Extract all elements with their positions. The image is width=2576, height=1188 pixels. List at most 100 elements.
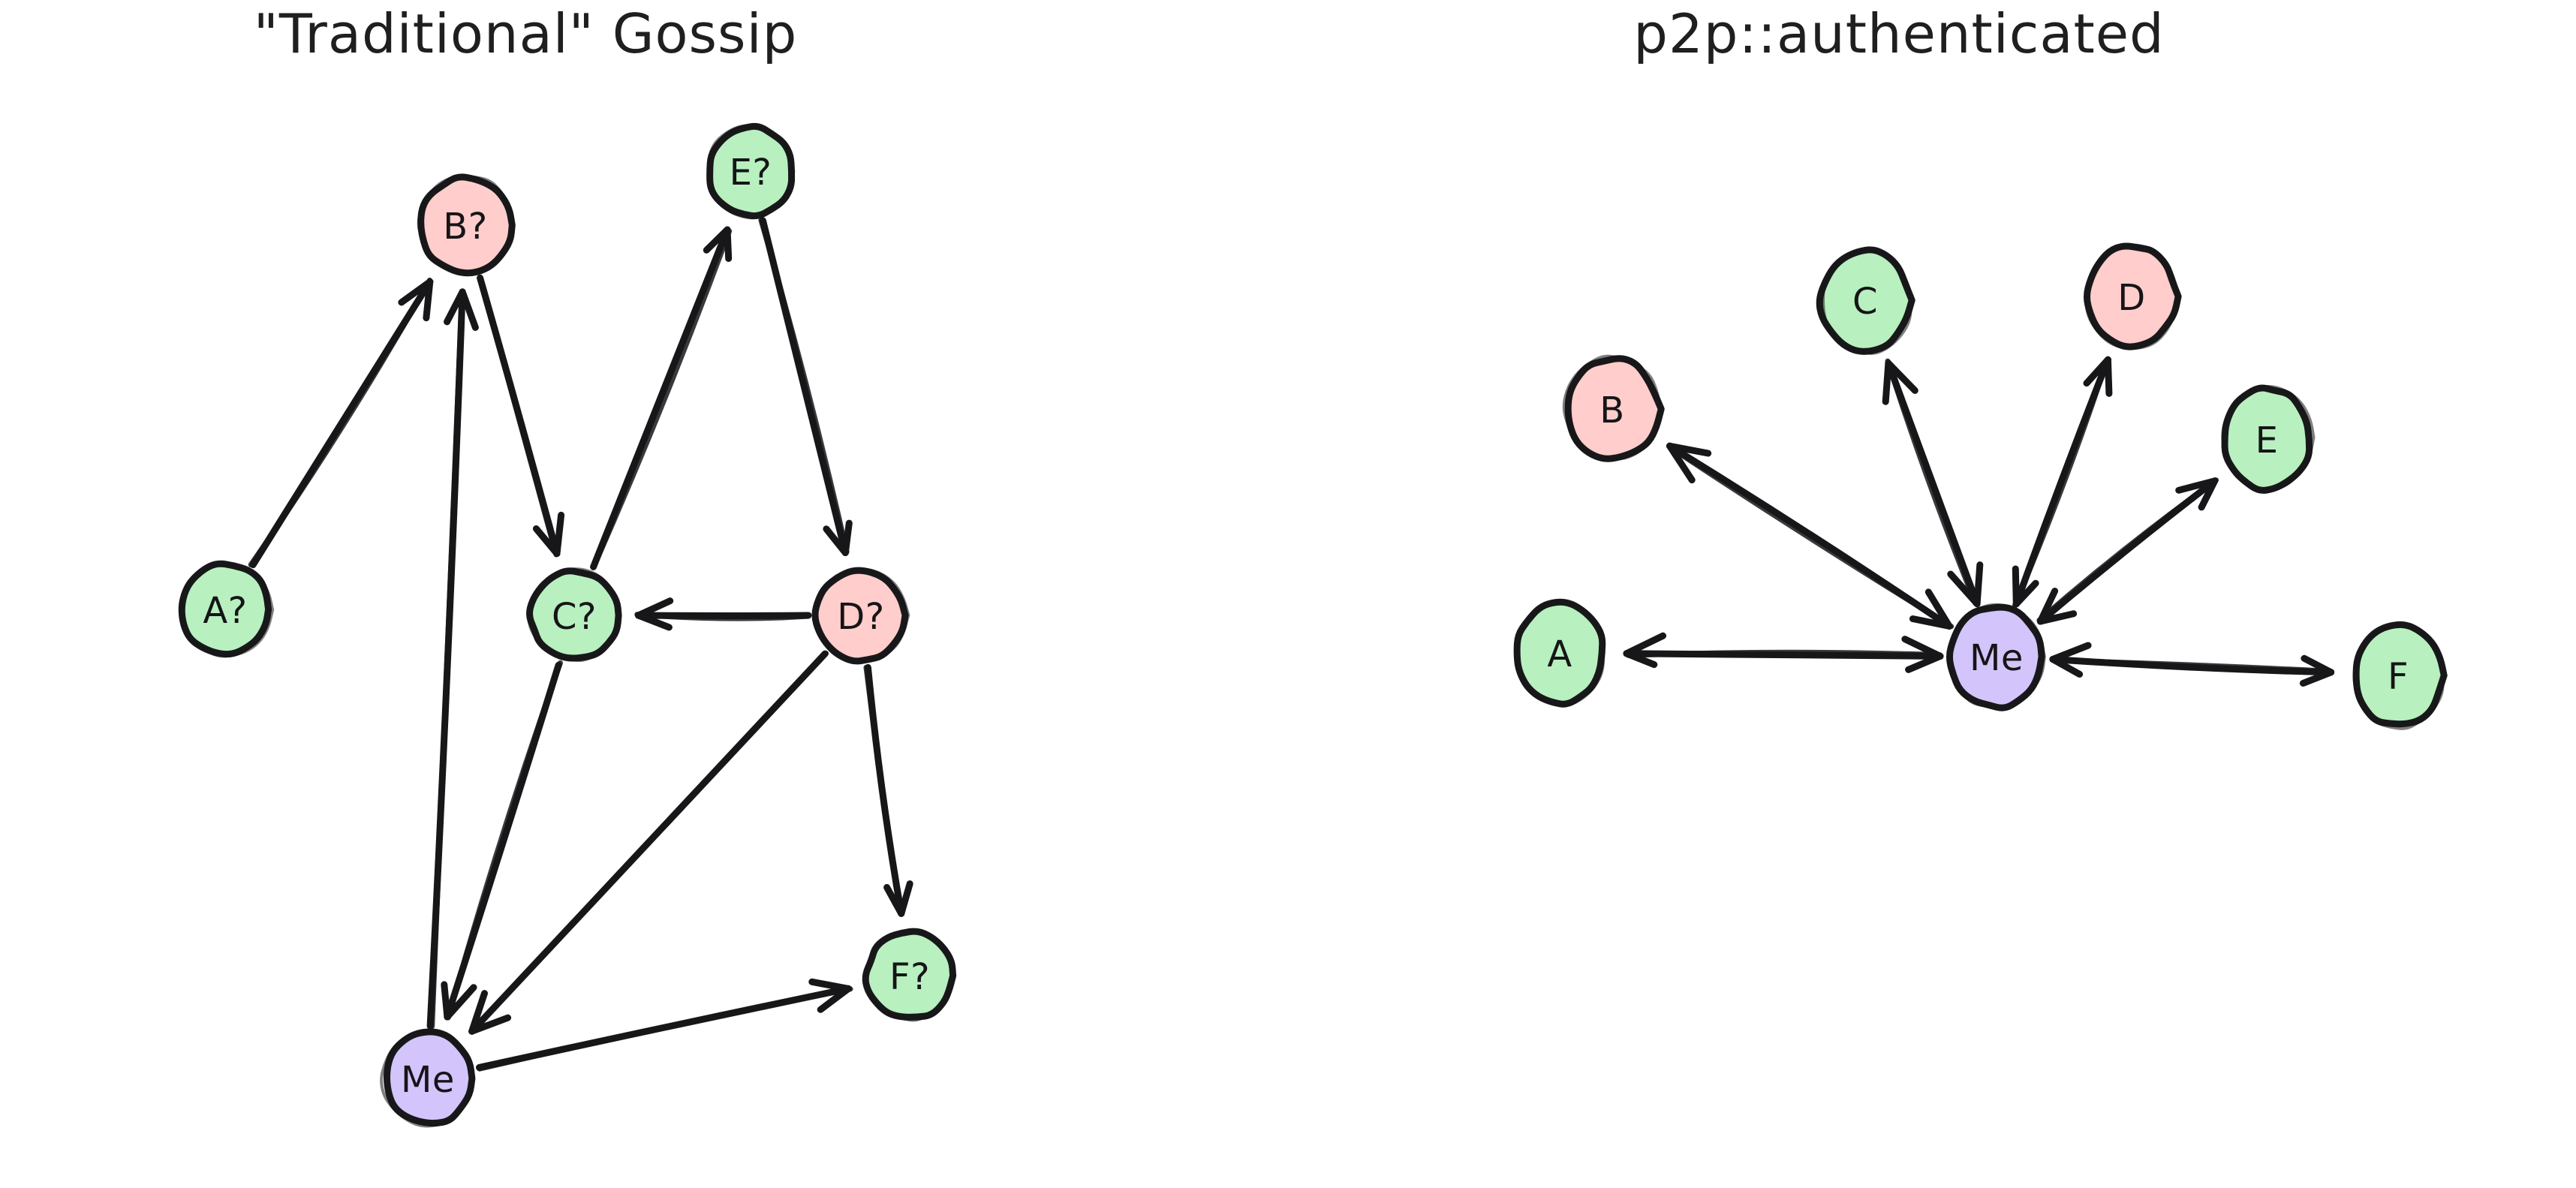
arrowhead-forward	[1623, 632, 1667, 657]
arrowhead-forward	[1885, 359, 1918, 394]
node-outline-overshoot	[814, 568, 910, 663]
arrowhead-forward	[468, 1014, 512, 1035]
node-traditional-gossip-a[interactable]: A?	[178, 560, 275, 658]
arrowhead-reverse	[1905, 652, 1944, 673]
edge-d-to-c	[634, 597, 812, 631]
node-outline-overshoot	[1946, 603, 2046, 708]
node-outline-overshoot	[527, 567, 621, 663]
edge-me-to-b	[1666, 442, 1955, 630]
edge-line-echo	[1668, 445, 1955, 630]
arrowhead-forward	[1666, 442, 1712, 457]
node-outline-overshoot	[706, 124, 796, 220]
arrowhead-forward	[724, 226, 733, 262]
arrowhead-forward	[1666, 442, 1696, 484]
edge-line-echo	[1885, 358, 1979, 606]
arrowhead-reverse	[2012, 565, 2020, 608]
edge-line-echo	[591, 228, 733, 569]
arrowhead-reverse	[2036, 588, 2059, 625]
edge-line-echo	[863, 664, 904, 915]
arrowhead-forward	[2104, 356, 2113, 397]
arrowhead-forward	[823, 525, 849, 556]
node-label: Me	[1970, 637, 2024, 679]
edge-line-echo	[445, 660, 563, 1021]
edge-me-to-d	[2012, 356, 2113, 608]
arrowhead-forward	[703, 226, 731, 254]
edge-me-to-b	[426, 288, 479, 1030]
edge-line-echo	[469, 651, 829, 1034]
arrowhead-forward	[2175, 477, 2219, 494]
node-label: C	[1852, 281, 1878, 323]
node-label: E	[2256, 420, 2279, 462]
arrowhead-forward	[841, 519, 853, 556]
node-p2p-authenticated-me[interactable]: Me	[1946, 603, 2046, 711]
node-traditional-gossip-c[interactable]: C?	[526, 567, 622, 663]
edge-line-echo	[2050, 657, 2333, 674]
edge-line-echo	[2012, 359, 2110, 608]
node-p2p-authenticated-e[interactable]: E	[2221, 384, 2316, 494]
node-traditional-gossip-e[interactable]: E?	[706, 122, 796, 220]
node-p2p-authenticated-d[interactable]: D	[2083, 242, 2182, 350]
node-traditional-gossip-me[interactable]: Me	[380, 1028, 476, 1128]
edge-me-to-c	[1882, 358, 1984, 608]
node-label: D?	[837, 596, 884, 638]
node-p2p-authenticated-f[interactable]: F	[2352, 621, 2448, 730]
node-outline-overshoot	[1514, 599, 1605, 707]
node-label: Me	[401, 1059, 455, 1101]
node-label: A?	[203, 590, 247, 632]
arrowhead-reverse	[1973, 561, 1984, 608]
edge-c-to-e	[590, 226, 733, 570]
arrowhead-forward	[423, 278, 434, 322]
edge-line-echo	[477, 986, 853, 1072]
node-circle[interactable]	[2083, 242, 2182, 350]
edge-d-to-me	[468, 650, 829, 1035]
arrowhead-forward	[459, 288, 479, 331]
node-traditional-gossip-d[interactable]: D?	[811, 567, 910, 665]
edge-line-echo	[758, 217, 850, 555]
node-label: F?	[889, 956, 930, 998]
node-label: B	[1599, 389, 1624, 432]
arrowhead-reverse	[2012, 579, 2039, 608]
arrowhead-forward	[808, 978, 852, 992]
edge-line-echo	[1626, 649, 1943, 658]
node-label: A	[1547, 633, 1572, 675]
titles-layer: "Traditional" Gossip p2p::authenticated	[254, 2, 2164, 65]
node-outline-overshoot	[380, 1030, 474, 1128]
arrowhead-reverse	[1924, 588, 1953, 630]
arrowhead-reverse	[2049, 642, 2092, 663]
edge-line-echo	[634, 612, 811, 621]
node-p2p-authenticated-a[interactable]: A	[1513, 598, 1606, 708]
arrowhead-forward	[468, 990, 488, 1035]
node-p2p-authenticated-b[interactable]: B	[1562, 354, 1665, 462]
panel-title-traditional-gossip: "Traditional" Gossip	[254, 2, 798, 65]
node-traditional-gossip-f[interactable]: F?	[862, 928, 957, 1022]
arrowhead-reverse	[1947, 570, 1981, 608]
arrowhead-reverse	[1901, 636, 1944, 660]
node-outline-overshoot	[2084, 243, 2180, 350]
node-outline-overshoot	[865, 929, 957, 1022]
arrowhead-forward	[2198, 477, 2219, 511]
arrowhead-forward	[635, 612, 673, 631]
edge-me-to-f	[476, 978, 853, 1072]
arrowhead-forward	[553, 511, 565, 558]
arrowhead-forward	[441, 981, 451, 1021]
node-outline-overshoot	[178, 562, 275, 658]
edge-b-to-c	[477, 274, 565, 558]
node-outline-overshoot	[1821, 248, 1912, 355]
edge-me-to-f	[2049, 642, 2335, 687]
node-outline-overshoot	[2221, 384, 2316, 492]
node-traditional-gossip-b[interactable]: B?	[417, 173, 516, 277]
edge-line-echo	[2036, 477, 2219, 623]
edge-line-echo	[477, 275, 559, 558]
edge-e-to-d	[758, 217, 853, 556]
arrowhead-forward	[532, 525, 561, 558]
panel-title-p2p-authenticated: p2p::authenticated	[1633, 2, 2164, 65]
arrowhead-forward	[2299, 669, 2335, 687]
arrowhead-forward	[398, 278, 434, 306]
edge-me-to-e	[2036, 477, 2219, 625]
node-p2p-authenticated-c[interactable]: C	[1816, 246, 1915, 355]
edge-line-echo	[429, 289, 465, 1029]
arrowhead-forward	[444, 984, 477, 1021]
arrowhead-forward	[817, 985, 852, 1013]
